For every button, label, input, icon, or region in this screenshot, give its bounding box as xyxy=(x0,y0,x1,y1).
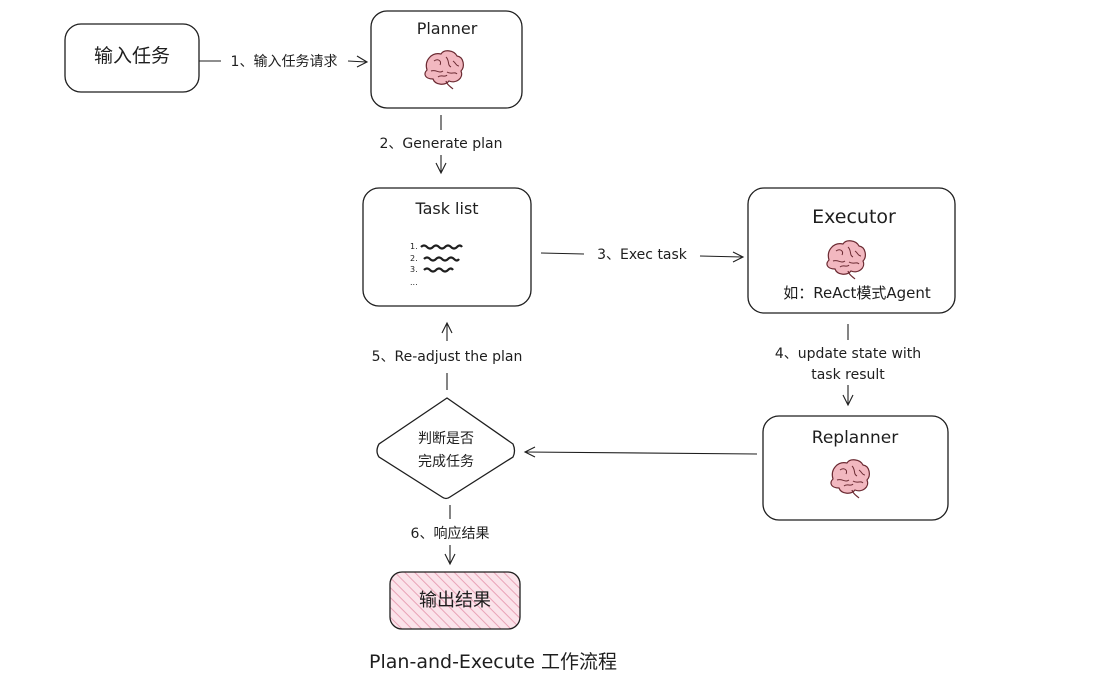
edge-input-to-planner: 1、输入任务请求 xyxy=(199,54,369,70)
edge-planner-to-tasklist: 2、Generate plan xyxy=(380,115,503,175)
decision-label-line2: 完成任务 xyxy=(418,454,474,470)
executor-label: Executor xyxy=(812,206,896,228)
input-task-node: 输入任务 xyxy=(64,23,200,93)
replanner-node: Replanner xyxy=(762,415,949,521)
planner-label: Planner xyxy=(417,19,478,38)
task-item-number: 1. xyxy=(410,242,418,251)
edge-decision-to-tasklist: 5、Re-adjust the plan xyxy=(372,321,523,390)
edge-label: 3、Exec task xyxy=(597,247,688,263)
edge-decision-to-output: 6、响应结果 xyxy=(411,505,490,566)
edge-label-line1: 4、update state with xyxy=(775,346,921,362)
planner-node: Planner xyxy=(370,10,523,109)
task-item-number: 3. xyxy=(410,265,418,274)
edge-label-line2: task result xyxy=(811,367,885,383)
edge-replanner-to-decision xyxy=(523,446,758,458)
task-item-scribble xyxy=(420,244,463,250)
output-result-node: 输出结果 xyxy=(389,571,521,630)
task-list-items: 1. 2. 3. ... xyxy=(410,242,463,287)
executor-note: 如：ReAct模式Agent xyxy=(783,284,931,302)
task-item-scribble xyxy=(423,256,460,262)
edge-tasklist-to-executor: 3、Exec task xyxy=(540,247,745,263)
diagram-caption: Plan-and-Execute 工作流程 xyxy=(369,651,617,673)
task-item-number: 2. xyxy=(410,254,418,263)
decision-label-line1: 判断是否 xyxy=(418,431,474,447)
executor-node: Executor 如：ReAct模式Agent xyxy=(747,187,956,314)
task-list-label: Task list xyxy=(414,199,478,218)
output-result-label: 输出结果 xyxy=(419,590,491,611)
task-item-scribble xyxy=(423,267,454,273)
replanner-label: Replanner xyxy=(812,428,898,448)
task-item-ellipsis: ... xyxy=(410,278,418,287)
edge-label: 2、Generate plan xyxy=(380,136,503,152)
decision-node: 判断是否 完成任务 xyxy=(376,397,516,500)
input-task-label: 输入任务 xyxy=(94,45,170,67)
task-list-node: Task list 1. 2. 3. ... xyxy=(362,187,532,307)
edge-executor-to-replanner: 4、update state with task result xyxy=(775,324,921,407)
edge-label: 1、输入任务请求 xyxy=(231,54,338,70)
edge-label: 5、Re-adjust the plan xyxy=(372,349,523,365)
edge-label: 6、响应结果 xyxy=(411,525,490,542)
